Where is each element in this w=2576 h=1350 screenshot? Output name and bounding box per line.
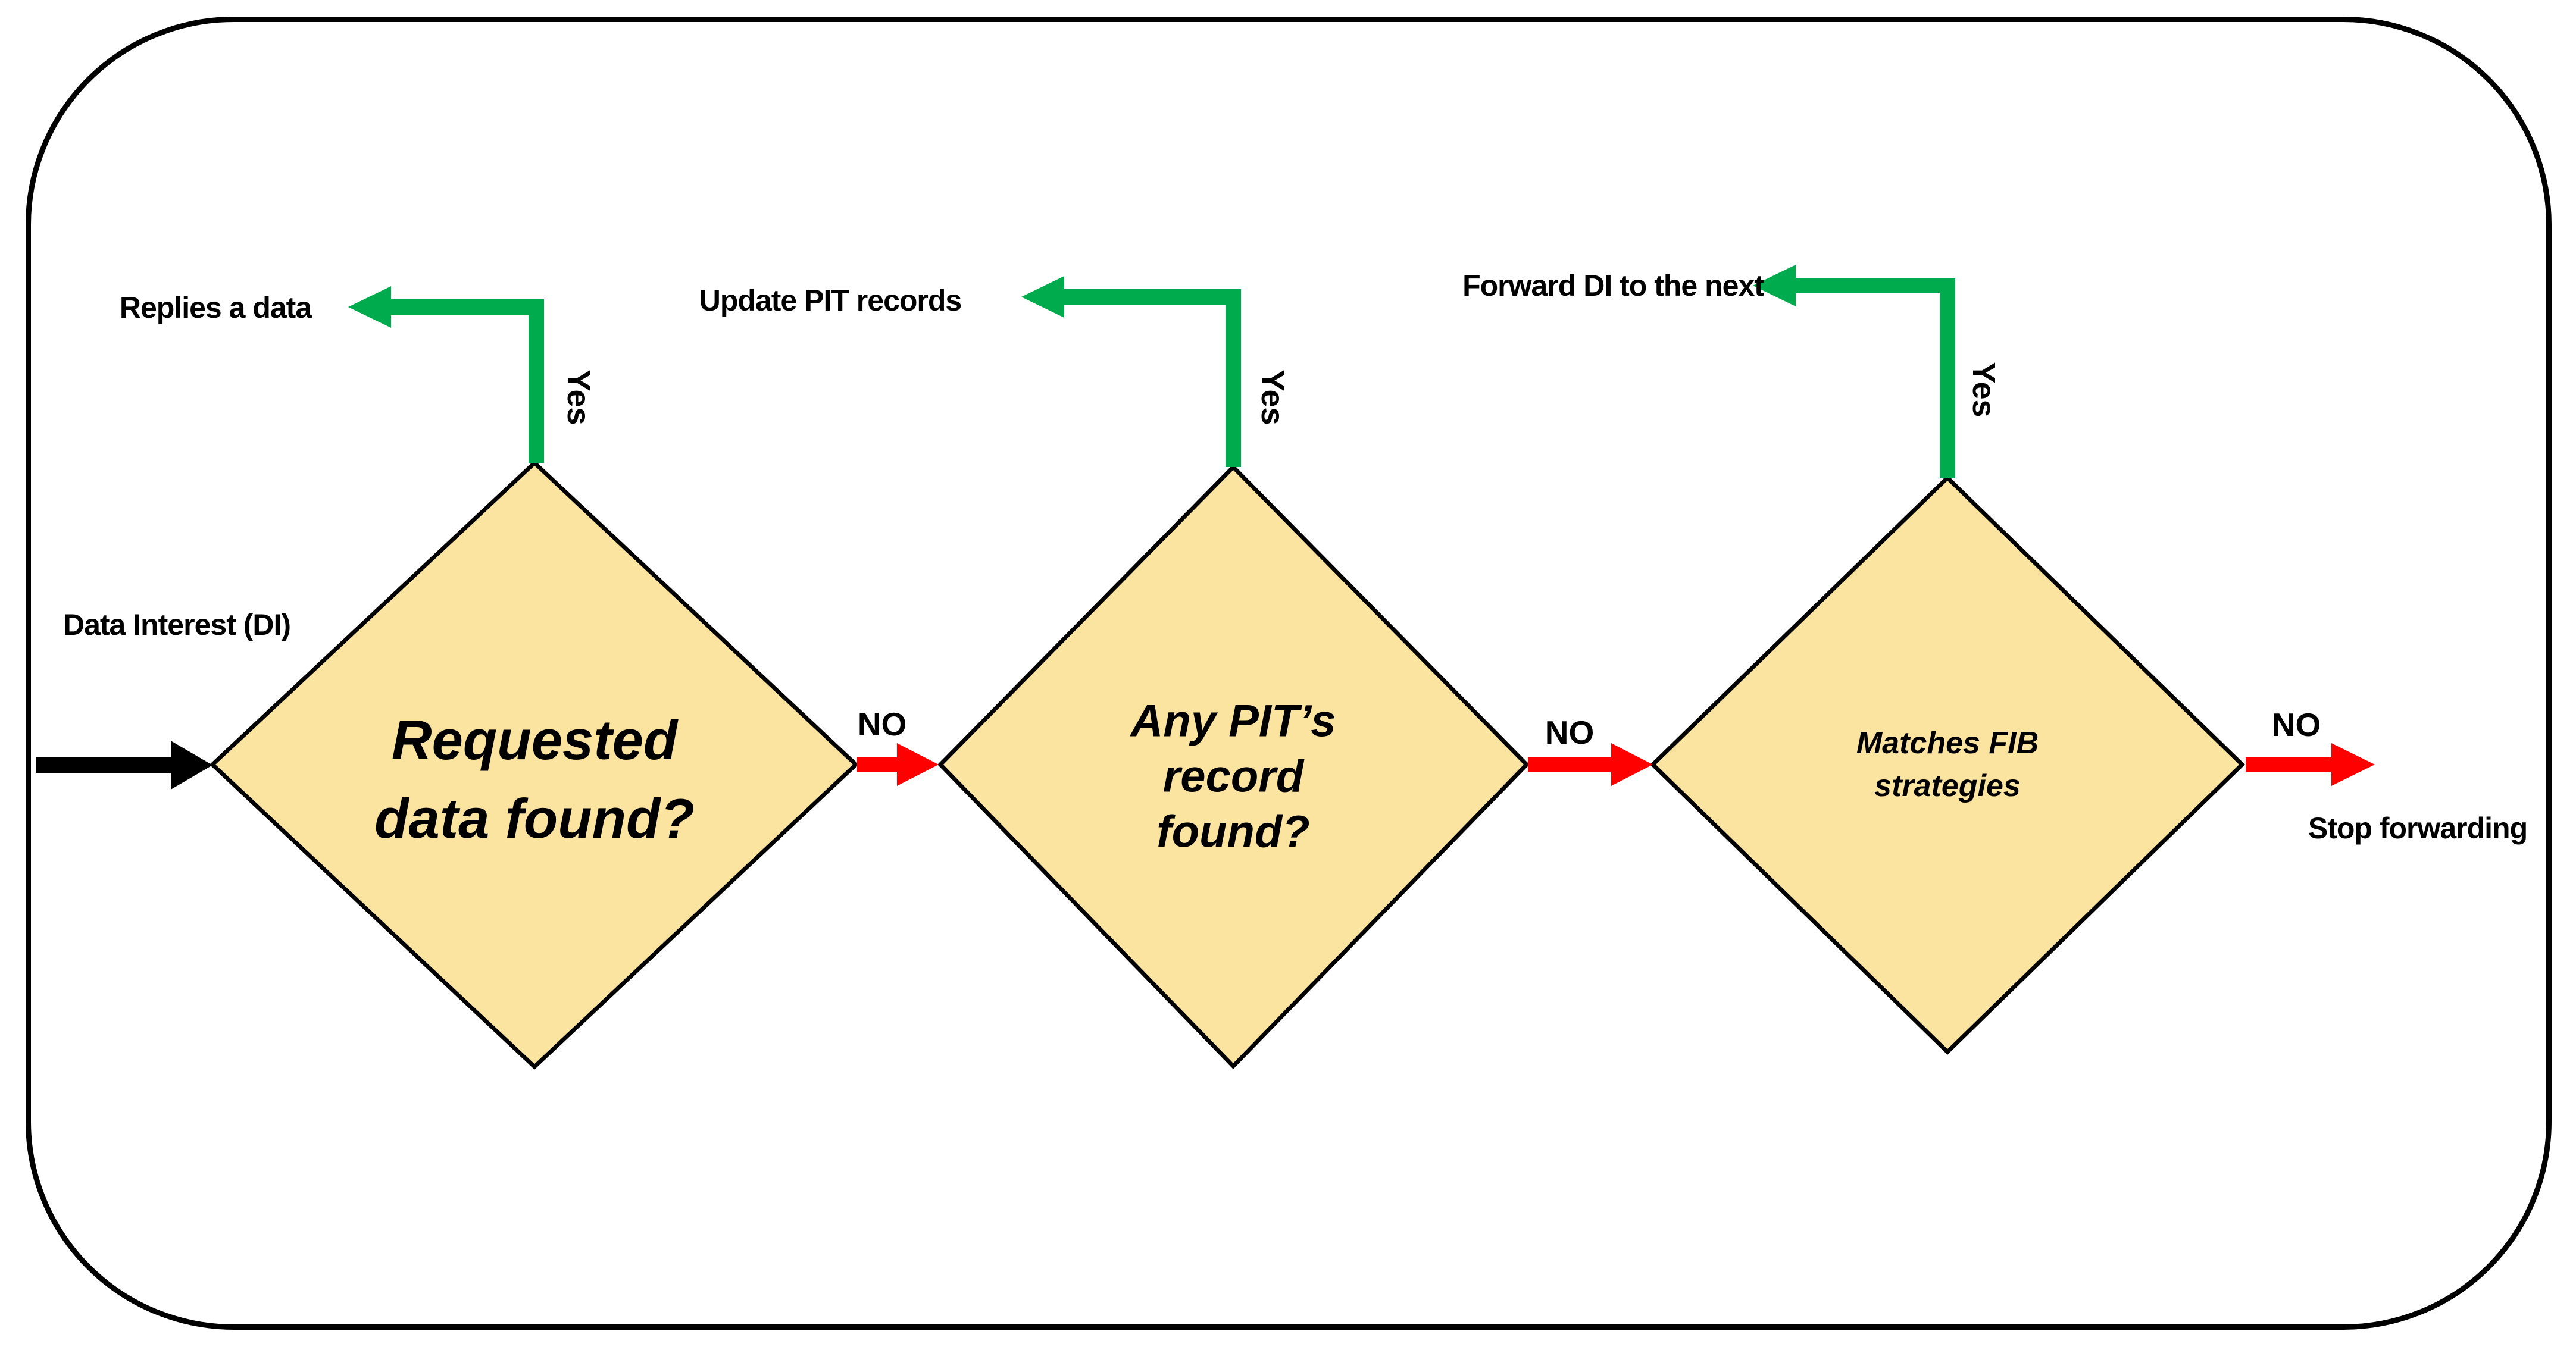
- yes-action-label-1: Replies a data: [119, 291, 312, 324]
- stop-forwarding-label: Stop forwarding: [2308, 812, 2528, 845]
- yes-arrow-1: [348, 286, 544, 463]
- no-label-1: NO: [857, 706, 907, 743]
- decision-text-requested-data: Requested data found?: [374, 701, 695, 858]
- no-arrow-3: [2246, 743, 2375, 786]
- decision-diamond-requested-data: [209, 460, 859, 1070]
- yes-label-2: Yes: [1255, 369, 1290, 425]
- input-arrow: [36, 741, 212, 790]
- decision-text-line: strategies: [1874, 769, 2021, 803]
- yes-arrow-3: [1753, 265, 1955, 478]
- decision-diamond-fib-strategies: [1649, 475, 2246, 1055]
- no-label-3: NO: [2271, 706, 2321, 743]
- decision-text-line: Matches FIB: [1856, 726, 2039, 760]
- yes-action-label-3: Forward DI to the next: [1462, 269, 1764, 302]
- decision-text-line: Any PIT’s: [1130, 696, 1336, 747]
- yes-label-3: Yes: [1966, 362, 2002, 418]
- diagram-rounded-frame: [26, 17, 2552, 1330]
- decision-text-fib-strategies: Matches FIB strategies: [1856, 722, 2039, 807]
- decision-diamond-pit-record: [937, 464, 1530, 1070]
- input-label: Data Interest (DI): [62, 608, 291, 641]
- no-arrow-1: [857, 743, 939, 786]
- decision-text-line: Requested: [391, 709, 678, 771]
- no-arrow-2: [1528, 743, 1653, 786]
- decision-text-line: found?: [1156, 806, 1310, 857]
- yes-action-label-2: Update PIT records: [699, 284, 962, 317]
- yes-arrow-2: [1021, 276, 1241, 467]
- decision-text-line: data found?: [374, 787, 695, 850]
- no-label-2: NO: [1545, 714, 1595, 751]
- yes-label-1: Yes: [561, 369, 596, 425]
- decision-text-line: record: [1162, 751, 1304, 802]
- decision-text-pit-record: Any PIT’s record found?: [1131, 694, 1336, 860]
